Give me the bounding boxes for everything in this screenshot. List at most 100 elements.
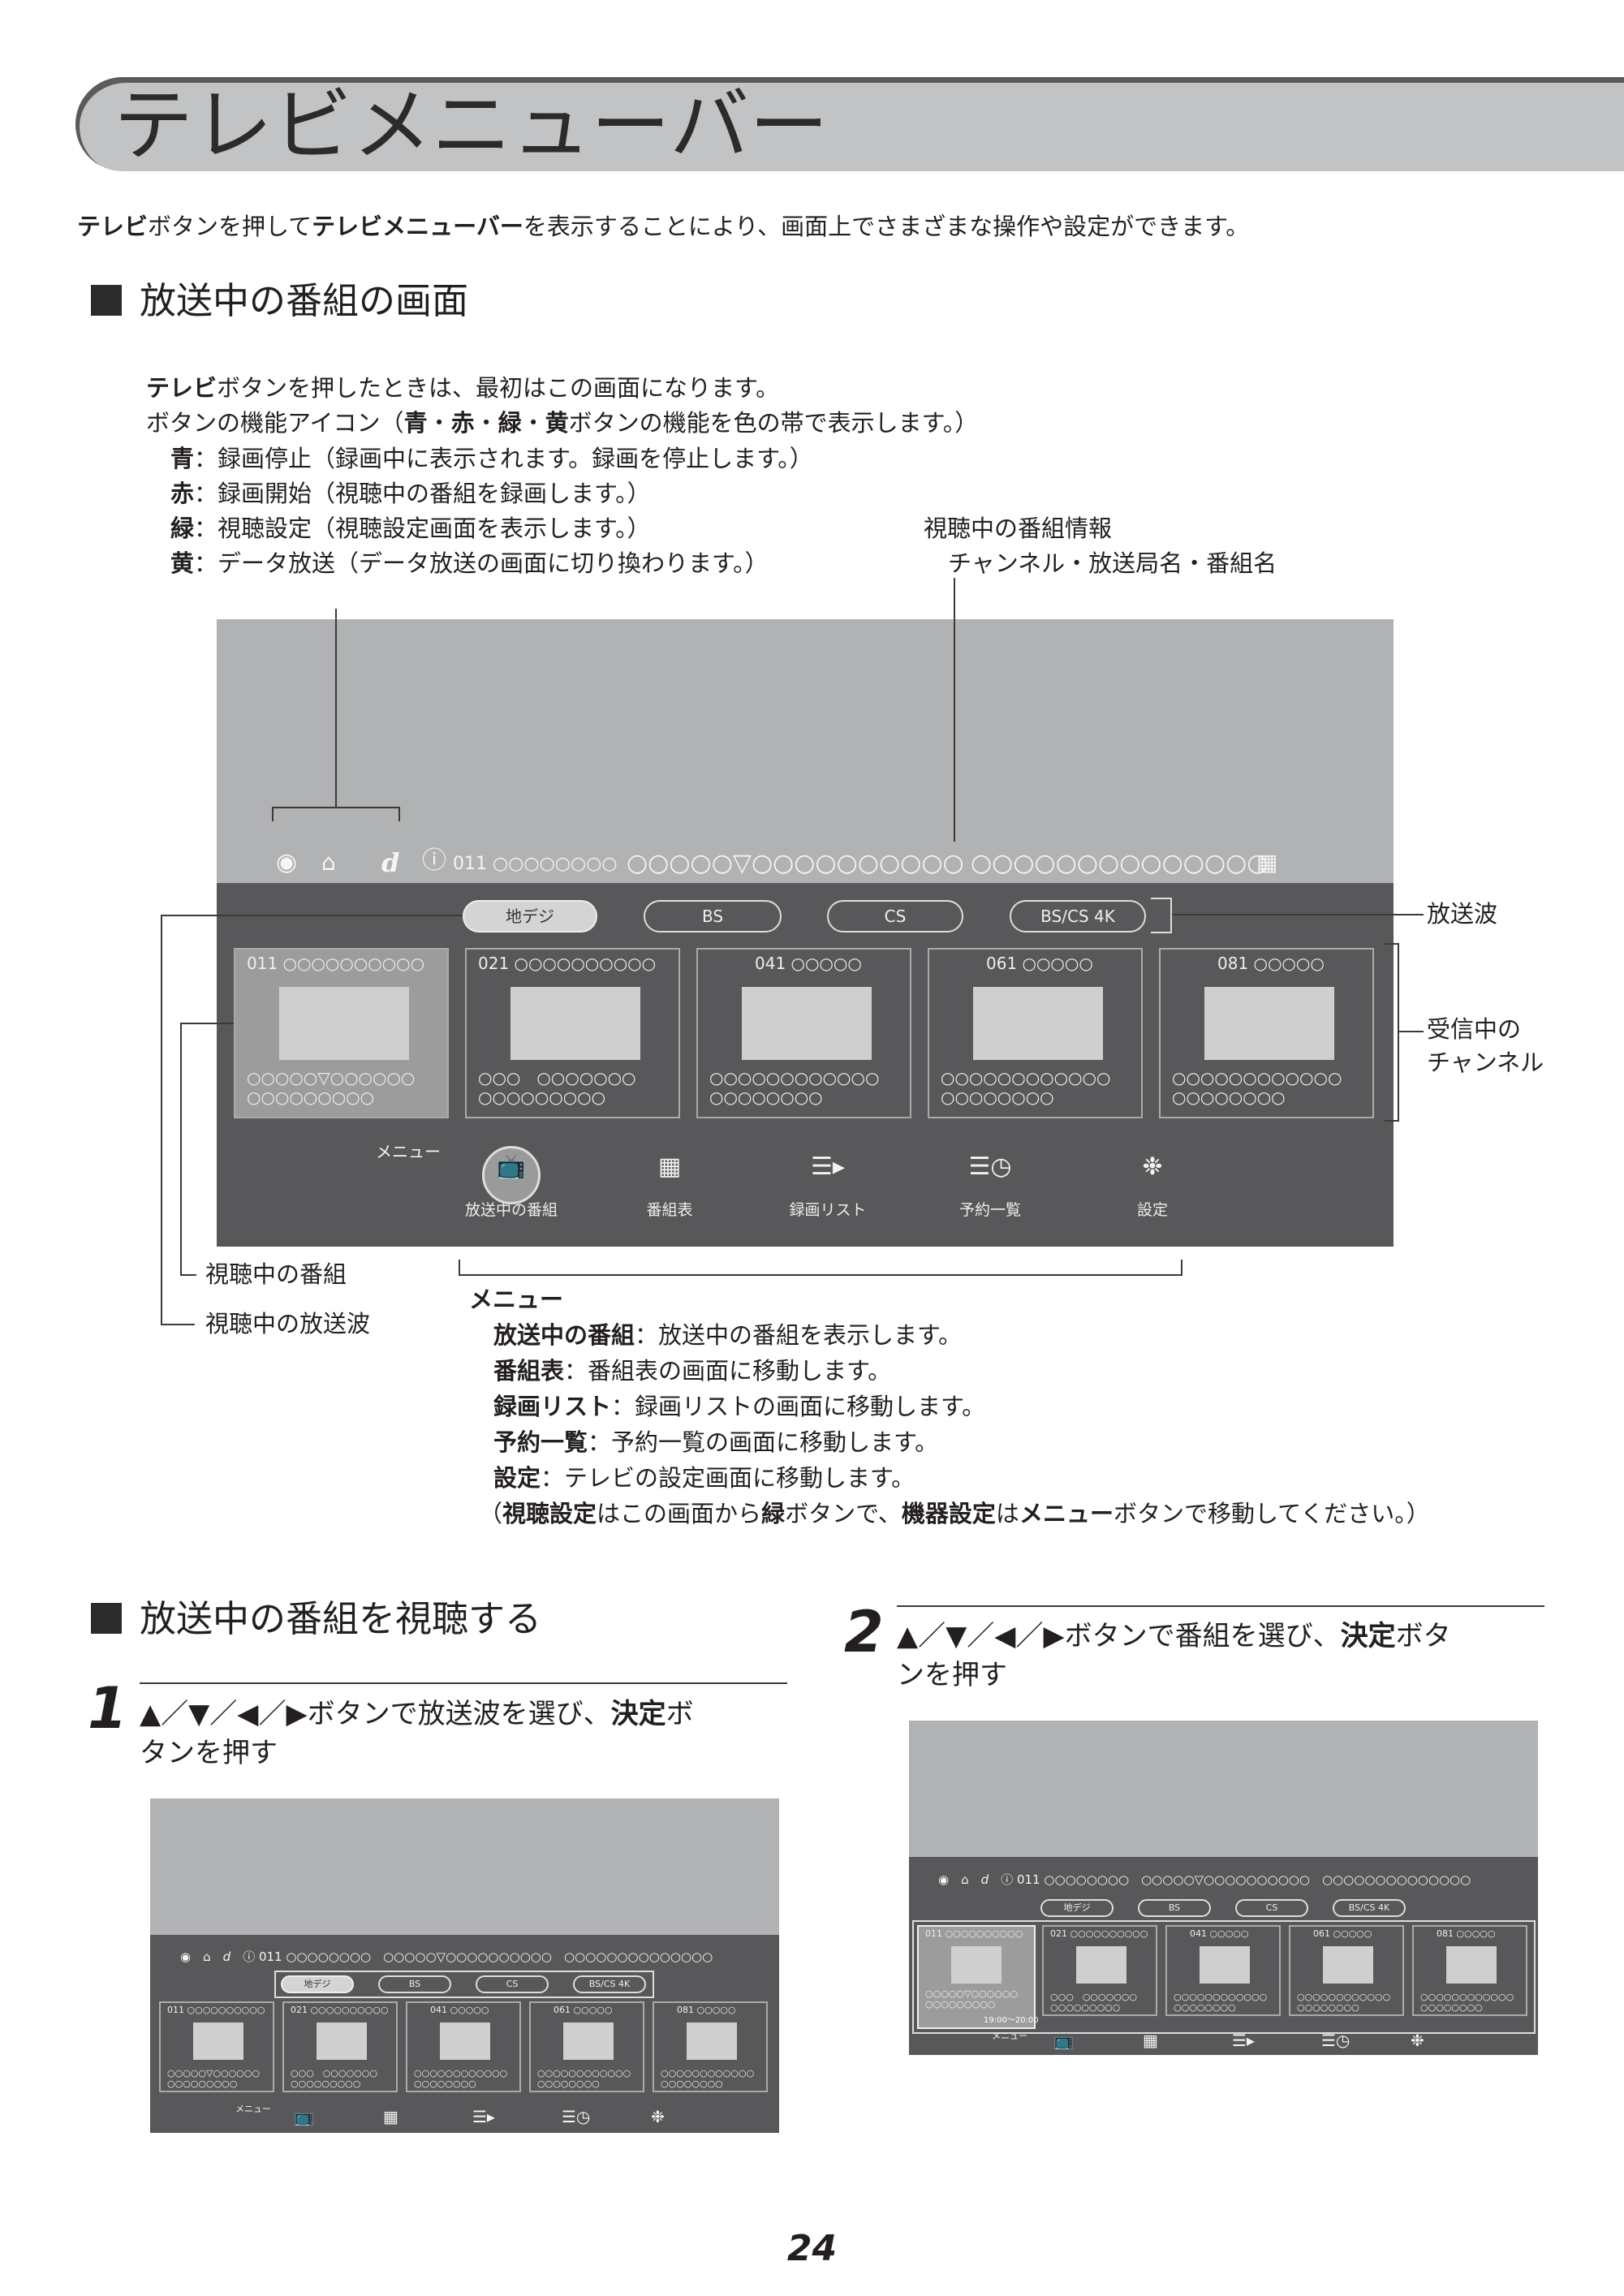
callout-line	[1181, 1260, 1182, 1276]
channel-card[interactable]: 061 ○○○○○ ○○○○○○○○○○○○ ○○○○○○○○	[928, 948, 1143, 1118]
callout-line	[272, 807, 400, 808]
channel-card[interactable]: 081 ○○○○○○○○○○○○○○○○○○○○○○○○○	[1412, 1925, 1527, 2016]
menu-item-recording-list[interactable]: ☰▸録画リスト	[771, 1152, 885, 1220]
callout-line	[459, 1274, 1182, 1276]
callout-program-info-title: 視聴中の番組情報	[924, 515, 1113, 542]
program-title-line2: ○○○○○○○○○	[247, 1088, 375, 1107]
channel-card[interactable]: 011 ○○○○○○○○○○○○○○○▽○○○○○○○○○○○○○○○	[159, 2001, 274, 2092]
view-settings-icon: ⌂	[321, 849, 336, 876]
tv-icon: 📺	[1053, 2031, 1074, 2050]
tab-terrestrial[interactable]: 地デジ	[281, 1975, 354, 1993]
step1-info: ◉ ⌂ d ⓘ 011 ○○○○○○○○ ○○○○○▽○○○○○○○○○○ ○○…	[180, 1949, 713, 1964]
menu-desc-program-guide: 番組表：番組表の画面に移動します。	[493, 1357, 892, 1385]
tab-bs[interactable]: BS	[644, 900, 782, 933]
tab-cs[interactable]: CS	[1235, 1899, 1308, 1917]
channel-card[interactable]: 061 ○○○○○○○○○○○○○○○○○○○○○○○○○	[529, 2001, 644, 2092]
menu-item-now-showing[interactable]: 📺放送中の番組	[454, 1152, 568, 1220]
reservation-list-icon: ☰◷	[1321, 2031, 1350, 2050]
record-stop-icon: ◉	[938, 1872, 950, 1887]
epg-icon: ▦	[1256, 849, 1278, 876]
info-channel: 011 ○○○○○○○○	[453, 854, 618, 874]
step1-screen-video-area	[150, 1798, 779, 1935]
tab-bs-cs-4k[interactable]: BS/CS 4K	[1333, 1899, 1406, 1917]
program-title-line1: ○○○○○▽○○○○○○	[247, 1068, 416, 1088]
program-guide-icon: ▦	[383, 2107, 398, 2126]
callout-line	[161, 1324, 195, 1325]
channel-card[interactable]: 021 ○○○○○○○○○○○○○ ○○○○○○○○○○○○○○○○	[1042, 1925, 1157, 2016]
program-title-line2: ○○○○○○○○	[1172, 1088, 1286, 1107]
tab-bs[interactable]: BS	[1138, 1899, 1211, 1917]
program-title-line1: ○○○○○○○○○○○○	[1172, 1068, 1342, 1088]
callout-line	[1151, 932, 1172, 933]
view-settings-icon: ⌂	[203, 1949, 211, 1964]
program-title-line1: ○○○ ○○○○○○○	[478, 1068, 636, 1088]
callout-broadcast: 放送波	[1427, 900, 1498, 928]
channel-card[interactable]: 041 ○○○○○○○○○○○○○○○○○○○○○○○○○	[1165, 1925, 1281, 2016]
section1-line2: ボタンの機能アイコン（青・赤・緑・黄ボタンの機能を色の帯で表示します。）	[146, 409, 979, 437]
menu-item-reservation-list[interactable]: ☰◷予約一覧	[937, 1152, 1043, 1220]
program-guide-icon: ▦	[657, 1152, 682, 1181]
recording-list-icon: ☰▸	[1232, 2031, 1255, 2050]
program-title-line2: ○○○○○○○○	[709, 1088, 823, 1107]
program-thumbnail	[951, 1946, 1002, 1984]
program-thumbnail	[1200, 1946, 1250, 1984]
menu-item-program-guide[interactable]: ▦番組表	[621, 1152, 718, 1220]
program-thumbnail	[1204, 987, 1334, 1060]
step2-info: ◉ ⌂ d ⓘ 011 ○○○○○○○○ ○○○○○▽○○○○○○○○○○ ○○…	[938, 1872, 1471, 1887]
channel-card[interactable]: 011 ○○○○○○○○○○ ○○○○○▽○○○○○○ ○○○○○○○○○	[234, 948, 449, 1118]
step1-menu-icons: 📺▦☰▸☰◷❉	[294, 2107, 940, 2126]
square-bullet-icon	[91, 285, 122, 316]
tab-bs-cs-4k[interactable]: BS/CS 4K	[573, 1975, 646, 1993]
program-time: 19:00〜20:00	[984, 2016, 1039, 2025]
channel-card[interactable]: 021 ○○○○○○○○○○○○○ ○○○○○○○○○○○○○○○○	[282, 2001, 398, 2092]
callout-line	[1385, 943, 1399, 945]
channel-card[interactable]: 041 ○○○○○ ○○○○○○○○○○○○ ○○○○○○○○	[696, 948, 911, 1118]
channel-card[interactable]: 011 ○○○○○○○○○○○○○○○▽○○○○○○○○○○○○○○○19:00…	[917, 1925, 1039, 2029]
channel-name: 041 ○○○○○	[755, 954, 862, 973]
section-heading-2: 放送中の番組を視聴する	[91, 1597, 541, 1641]
menu-label: メニュー	[235, 2104, 271, 2114]
callout-channels-1: 受信中の	[1427, 1015, 1522, 1043]
tab-terrestrial[interactable]: 地デジ	[1040, 1899, 1114, 1917]
info-station: ○○○○○▽○○○○○○○○○○	[627, 849, 964, 877]
step2-selection-frame	[912, 1920, 1536, 2034]
program-thumbnail	[1323, 1946, 1373, 1984]
tab-bs[interactable]: BS	[378, 1975, 451, 1993]
intro-text: テレビボタンを押してテレビメニューバーを表示することにより、画面上でさまざまな操…	[77, 213, 1250, 240]
channel-card[interactable]: 081 ○○○○○○○○○○○○○○○○○○○○○○○○○	[653, 2001, 768, 2092]
program-thumbnail	[687, 2022, 737, 2060]
step-number-2: 2	[844, 1599, 884, 1665]
menu-title: メニュー	[469, 1286, 564, 1313]
color-blue-desc: 青：録画停止（録画中に表示されます。録画を停止します。）	[170, 445, 813, 472]
channel-card[interactable]: 061 ○○○○○○○○○○○○○○○○○○○○○○○○○	[1289, 1925, 1404, 2016]
program-thumbnail	[563, 2022, 614, 2060]
record-stop-icon: ◉	[180, 1949, 192, 1964]
tab-cs[interactable]: CS	[476, 1975, 549, 1993]
menu-note: （視聴設定はこの画面から緑ボタンで、機器設定はメニューボタンで移動してください。…	[479, 1500, 1430, 1527]
channel-card[interactable]: 041 ○○○○○○○○○○○○○○○○○○○○○○○○○	[406, 2001, 521, 2092]
menu-desc-reservation-list: 予約一覧：予約一覧の画面に移動します。	[493, 1428, 939, 1456]
callout-line	[180, 1274, 196, 1276]
program-title-line1: ○○○○○○○○○○○○	[709, 1068, 880, 1088]
callout-line	[1151, 898, 1172, 899]
program-thumbnail	[193, 2022, 243, 2060]
channel-card[interactable]: 021 ○○○○○○○○○○ ○○○ ○○○○○○○ ○○○○○○○○○	[465, 948, 680, 1118]
menu-desc-recording-list: 録画リスト：録画リストの画面に移動します。	[493, 1393, 986, 1420]
program-title-line2: ○○○○○○○○○	[478, 1088, 606, 1107]
tab-terrestrial[interactable]: 地デジ	[463, 900, 597, 933]
callout-line	[161, 915, 162, 1325]
callout-watching-program: 視聴中の番組	[205, 1260, 347, 1288]
channel-name: 081 ○○○○○	[1217, 954, 1325, 973]
callout-line	[335, 609, 337, 808]
channel-card[interactable]: 081 ○○○○○ ○○○○○○○○○○○○ ○○○○○○○○	[1159, 948, 1374, 1118]
square-bullet-icon	[91, 1603, 122, 1634]
callout-line	[1398, 943, 1399, 1122]
recording-list-icon: ☰▸	[472, 2107, 495, 2126]
program-thumbnail	[279, 987, 409, 1060]
page-number: 24	[786, 2228, 838, 2269]
menu-item-settings[interactable]: ❉設定	[1112, 1152, 1193, 1220]
tab-bs-cs-4k[interactable]: BS/CS 4K	[1010, 900, 1146, 933]
tab-cs[interactable]: CS	[827, 900, 963, 933]
program-title-line1: ○○○○○○○○○○○○	[941, 1068, 1111, 1088]
tv-icon: 📺	[496, 1152, 527, 1181]
